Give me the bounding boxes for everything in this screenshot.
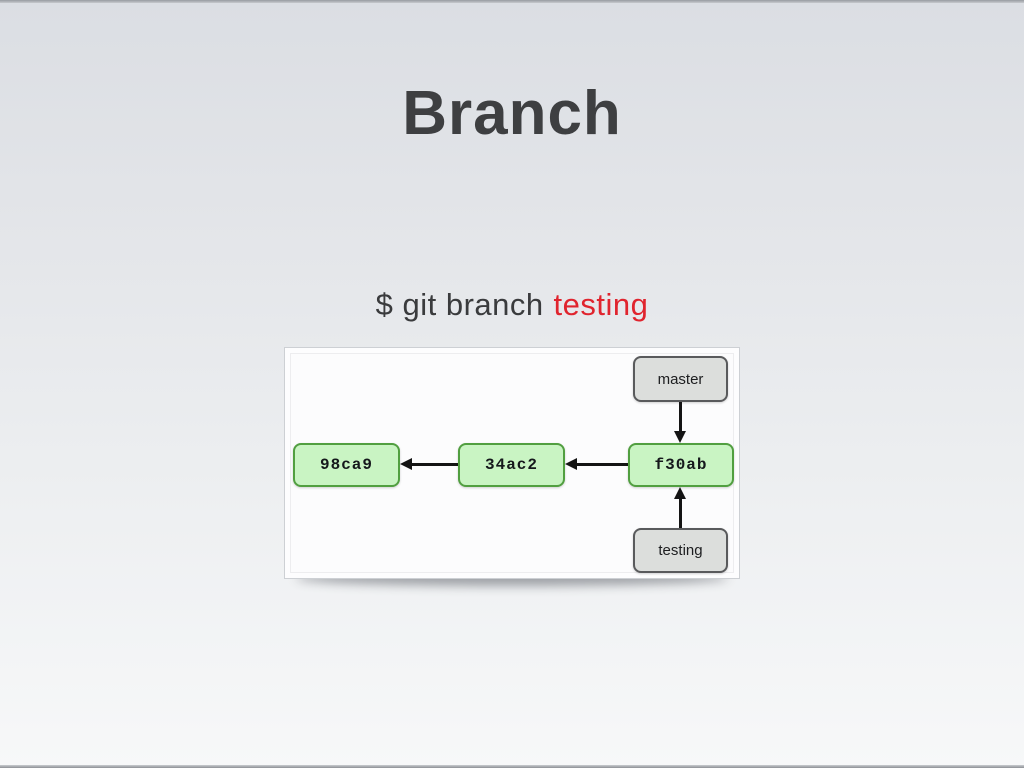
arrow-shaft	[679, 402, 682, 433]
commit-label-98ca9: 98ca9	[319, 456, 373, 474]
arrow-head-left-icon	[565, 458, 577, 470]
arrow-master-to-f30ab	[674, 402, 687, 443]
arrow-shaft	[410, 463, 458, 466]
diagram-card: master 98ca9 34ac2 f30ab testing	[284, 347, 740, 579]
arrow-shaft	[575, 463, 628, 466]
arrow-34ac2-to-98ca9	[400, 458, 458, 471]
branch-box-master: master	[633, 356, 728, 402]
branch-label-testing: testing	[658, 542, 703, 559]
commit-box-98ca9: 98ca9	[293, 443, 400, 487]
branch-label-master: master	[657, 370, 704, 388]
command-text: $ git branch	[375, 287, 544, 322]
commit-box-f30ab: f30ab	[628, 443, 734, 487]
git-command-line: $ git branch testing	[0, 287, 1024, 323]
arrow-head-up-icon	[674, 487, 686, 499]
branch-box-testing: testing	[633, 528, 728, 573]
bottom-edge-line	[0, 765, 1024, 768]
arrow-f30ab-to-34ac2	[565, 458, 628, 471]
commit-label-f30ab: f30ab	[654, 456, 708, 474]
arrow-shaft	[679, 497, 682, 528]
commit-box-34ac2: 34ac2	[458, 443, 565, 487]
slide-title: Branch	[402, 79, 622, 148]
arrow-head-down-icon	[674, 431, 686, 443]
top-edge-line	[0, 0, 1024, 3]
arrow-testing-to-f30ab	[674, 487, 687, 528]
arrow-head-left-icon	[400, 458, 412, 470]
command-argument: testing	[553, 287, 649, 322]
commit-label-34ac2: 34ac2	[484, 456, 538, 474]
